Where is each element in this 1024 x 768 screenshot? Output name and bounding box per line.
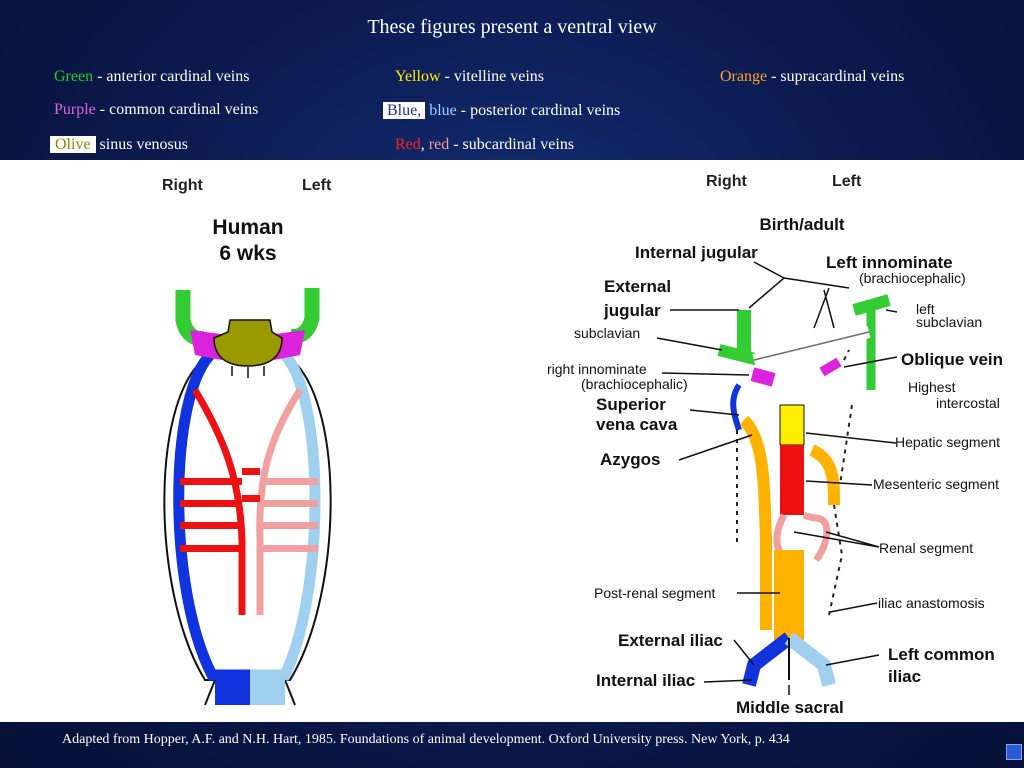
- legend-orange-desc: - supracardinal veins: [767, 68, 905, 85]
- embryo-tail-outline: [204, 679, 296, 706]
- legend-blue-desc: - posterior cardinal veins: [456, 102, 621, 119]
- legend-yellow: Yellow - vitelline veins: [395, 68, 544, 86]
- label-left-subclavian-1: left: [916, 301, 935, 317]
- adult-left-label: Left: [832, 173, 862, 190]
- adult-stage-label: Birth/adult: [760, 215, 845, 234]
- legend-blue-name1: Blue,: [383, 102, 426, 119]
- legend-purple-desc: - common cardinal veins: [95, 101, 259, 118]
- label-azygos: Azygos: [600, 450, 660, 469]
- slide-nav-icon[interactable]: [1006, 744, 1022, 760]
- embryo-right-label: Right: [162, 177, 204, 194]
- legend-purple: Purple - common cardinal veins: [54, 101, 258, 119]
- legend-red-name2: red: [428, 136, 450, 153]
- adult-diagram: Right Left Birth/adult: [547, 173, 1003, 717]
- label-external-jugular-1: External: [604, 277, 671, 296]
- hepatic-segment-vessel: [779, 404, 805, 446]
- left-innominate-outline: [753, 331, 870, 361]
- label-brachiocephalic-right: (brachiocephalic): [581, 376, 688, 392]
- adult-diagram-panel: Right Left Birth/adult: [544, 160, 1024, 722]
- legend-olive-name: Olive: [50, 136, 96, 153]
- legend-olive: Olive sinus venosus: [50, 136, 188, 154]
- label-brachiocephalic-left: (brachiocephalic): [859, 270, 966, 286]
- legend-orange-name: Orange: [720, 68, 768, 85]
- slide-title: These figures present a ventral view: [367, 16, 657, 38]
- adult-right-label: Right: [706, 173, 748, 190]
- embryo-diagram: Right Left Human 6 wks: [162, 177, 332, 706]
- legend-red-desc: - subcardinal veins: [449, 136, 575, 153]
- embryo-stage-line2: 6 wks: [219, 242, 276, 265]
- label-oblique-vein: Oblique vein: [901, 350, 1003, 369]
- label-external-iliac: External iliac: [618, 631, 723, 650]
- dashed-remnants: [736, 349, 853, 616]
- right-supracardinal-vein: [739, 415, 772, 630]
- left-common-iliac-vein: [784, 632, 836, 687]
- label-highest-intercostal-2: intercostal: [936, 395, 1000, 411]
- label-external-jugular-2: jugular: [603, 301, 661, 320]
- label-superior-vena-cava-2: vena cava: [596, 415, 678, 434]
- post-renal-segment-vessel: [774, 550, 804, 640]
- embryo-left-label: Left: [302, 177, 332, 194]
- left-anterior-cardinal-vein: [288, 288, 320, 344]
- label-subclavian: subclavian: [574, 325, 640, 341]
- right-subclavian-vein: [717, 344, 761, 366]
- left-supracardinal-vein: [809, 444, 840, 506]
- label-renal-segment: Renal segment: [879, 540, 973, 556]
- label-middle-sacral: Middle sacral: [736, 698, 844, 717]
- right-segmental-veins: [180, 468, 260, 552]
- legend-blue-name2: blue: [429, 102, 457, 119]
- azygos-vein: [730, 383, 742, 431]
- label-internal-iliac: Internal iliac: [596, 671, 695, 690]
- left-subcardinal-vein: [256, 388, 303, 615]
- label-superior-vena-cava-1: Superior: [596, 395, 666, 414]
- legend-blue: Blue, blue - posterior cardinal veins: [383, 102, 620, 120]
- legend-green-desc: - anterior cardinal veins: [93, 68, 250, 85]
- label-left-common-iliac-1: Left common: [888, 645, 995, 664]
- legend-green: Green - anterior cardinal veins: [54, 68, 249, 86]
- legend-yellow-desc: - vitelline veins: [440, 68, 545, 85]
- right-subcardinal-vein: [191, 388, 246, 615]
- left-jugular-branches: [852, 294, 891, 316]
- right-innominate-vein: [750, 367, 776, 387]
- citation-footer: Adapted from Hopper, A.F. and N.H. Hart,…: [62, 732, 790, 747]
- leader-lines: [656, 261, 898, 695]
- vitelline-stubs: [231, 366, 265, 378]
- left-caudal-vein: [250, 675, 285, 705]
- sinus-venosus: [213, 319, 283, 367]
- legend-olive-desc: sinus venosus: [95, 136, 188, 153]
- embryo-outline: [163, 354, 332, 681]
- oblique-vein: [819, 357, 842, 377]
- right-common-iliac-vein: [742, 632, 794, 687]
- legend-red: Red, red - subcardinal veins: [395, 136, 574, 154]
- adult-labels: Internal jugular Left innominate (brachi…: [547, 243, 1003, 717]
- label-hepatic-segment: Hepatic segment: [895, 434, 1000, 450]
- legend-red-sep: ,: [420, 136, 429, 153]
- embryo-stage-line1: Human: [212, 216, 283, 239]
- label-right-innominate: right innominate: [547, 361, 647, 377]
- label-post-renal-segment: Post-renal segment: [594, 585, 716, 601]
- legend-red-name1: Red: [395, 136, 421, 153]
- mesenteric-segment-vessel: [780, 445, 804, 515]
- label-left-common-iliac-2: iliac: [888, 667, 921, 686]
- legend-green-name: Green: [54, 68, 94, 85]
- right-posterior-cardinal-vein: [173, 351, 250, 681]
- label-left-innominate: Left innominate: [826, 253, 953, 272]
- legend-yellow-name: Yellow: [395, 68, 441, 85]
- right-caudal-vein: [215, 675, 250, 705]
- legend-orange: Orange - supracardinal veins: [720, 68, 904, 86]
- left-segmental-veins: [260, 478, 318, 552]
- label-left-subclavian-2: subclavian: [916, 314, 982, 330]
- legend-purple-name: Purple: [54, 101, 96, 118]
- embryo-diagram-panel: Right Left Human 6 wks: [0, 160, 544, 722]
- left-posterior-cardinal-vein: [250, 351, 321, 681]
- label-internal-jugular: Internal jugular: [635, 243, 758, 262]
- label-iliac-anastomosis: iliac anastomosis: [878, 595, 985, 611]
- label-mesenteric-segment: Mesenteric segment: [873, 476, 999, 492]
- label-highest-intercostal-1: Highest: [908, 379, 956, 395]
